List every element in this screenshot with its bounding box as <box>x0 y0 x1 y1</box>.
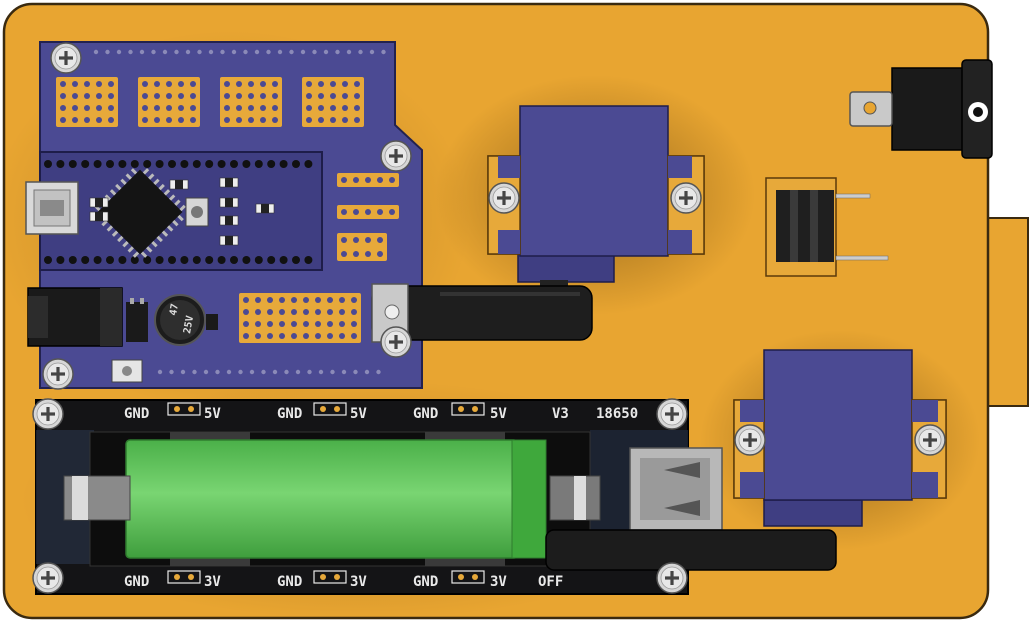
label-gnd-5: GND <box>277 574 302 590</box>
capacitor-voltage: 25V <box>182 315 196 335</box>
label-5v-2: 5V <box>350 406 367 422</box>
phillips-screw-icon <box>656 562 688 594</box>
label-5v-3: 5V <box>490 406 507 422</box>
nano-pin-holes <box>44 160 313 264</box>
servo-arm-lower <box>545 529 837 571</box>
label-gnd-3: GND <box>413 406 438 422</box>
label-v3: V3 <box>552 406 569 422</box>
electrolytic-capacitor: 47 25V <box>154 294 206 346</box>
phillips-screw-icon <box>488 182 520 214</box>
phillips-screw-icon <box>32 562 64 594</box>
enclosure-side-tab <box>987 217 1029 407</box>
servo-bottom <box>733 349 947 527</box>
screws <box>32 42 946 594</box>
label-gnd-4: GND <box>124 574 149 590</box>
arduino-nano <box>25 151 323 271</box>
label-5v-1: 5V <box>204 406 221 422</box>
phillips-screw-icon <box>734 424 766 456</box>
voltage-regulator <box>126 298 148 342</box>
label-gnd-1: GND <box>124 406 149 422</box>
phillips-screw-icon <box>42 358 74 390</box>
silkscreen-top: GND 5V GND 5V GND 5V V3 18650 <box>124 406 638 422</box>
silkscreen-bottom: GND 3V GND 3V GND 3V OFF <box>124 574 563 590</box>
phillips-screw-icon <box>380 326 412 358</box>
label-3v-2: 3V <box>350 574 367 590</box>
label-off: OFF <box>538 574 563 590</box>
pcb-header-holes <box>93 49 386 375</box>
label-18650: 18650 <box>596 406 638 422</box>
phillips-screw-icon <box>380 140 412 172</box>
phillips-screw-icon <box>32 398 64 430</box>
silkscreen-pads <box>167 402 485 584</box>
dc-barrel-jack-right <box>849 59 993 159</box>
label-3v-3: 3V <box>490 574 507 590</box>
label-3v-1: 3V <box>204 574 221 590</box>
small-part <box>206 314 218 330</box>
capacitor-value: 47 <box>168 303 181 317</box>
dc-barrel-jack-left <box>27 287 123 347</box>
label-gnd-2: GND <box>277 406 302 422</box>
phillips-screw-icon <box>50 42 82 74</box>
smd-components <box>89 177 275 246</box>
phillips-screw-icon <box>656 398 688 430</box>
battery-18650 <box>125 439 519 559</box>
slide-switch <box>765 177 889 277</box>
label-gnd-6: GND <box>413 574 438 590</box>
phillips-screw-icon <box>670 182 702 214</box>
phillips-screw-icon <box>914 424 946 456</box>
